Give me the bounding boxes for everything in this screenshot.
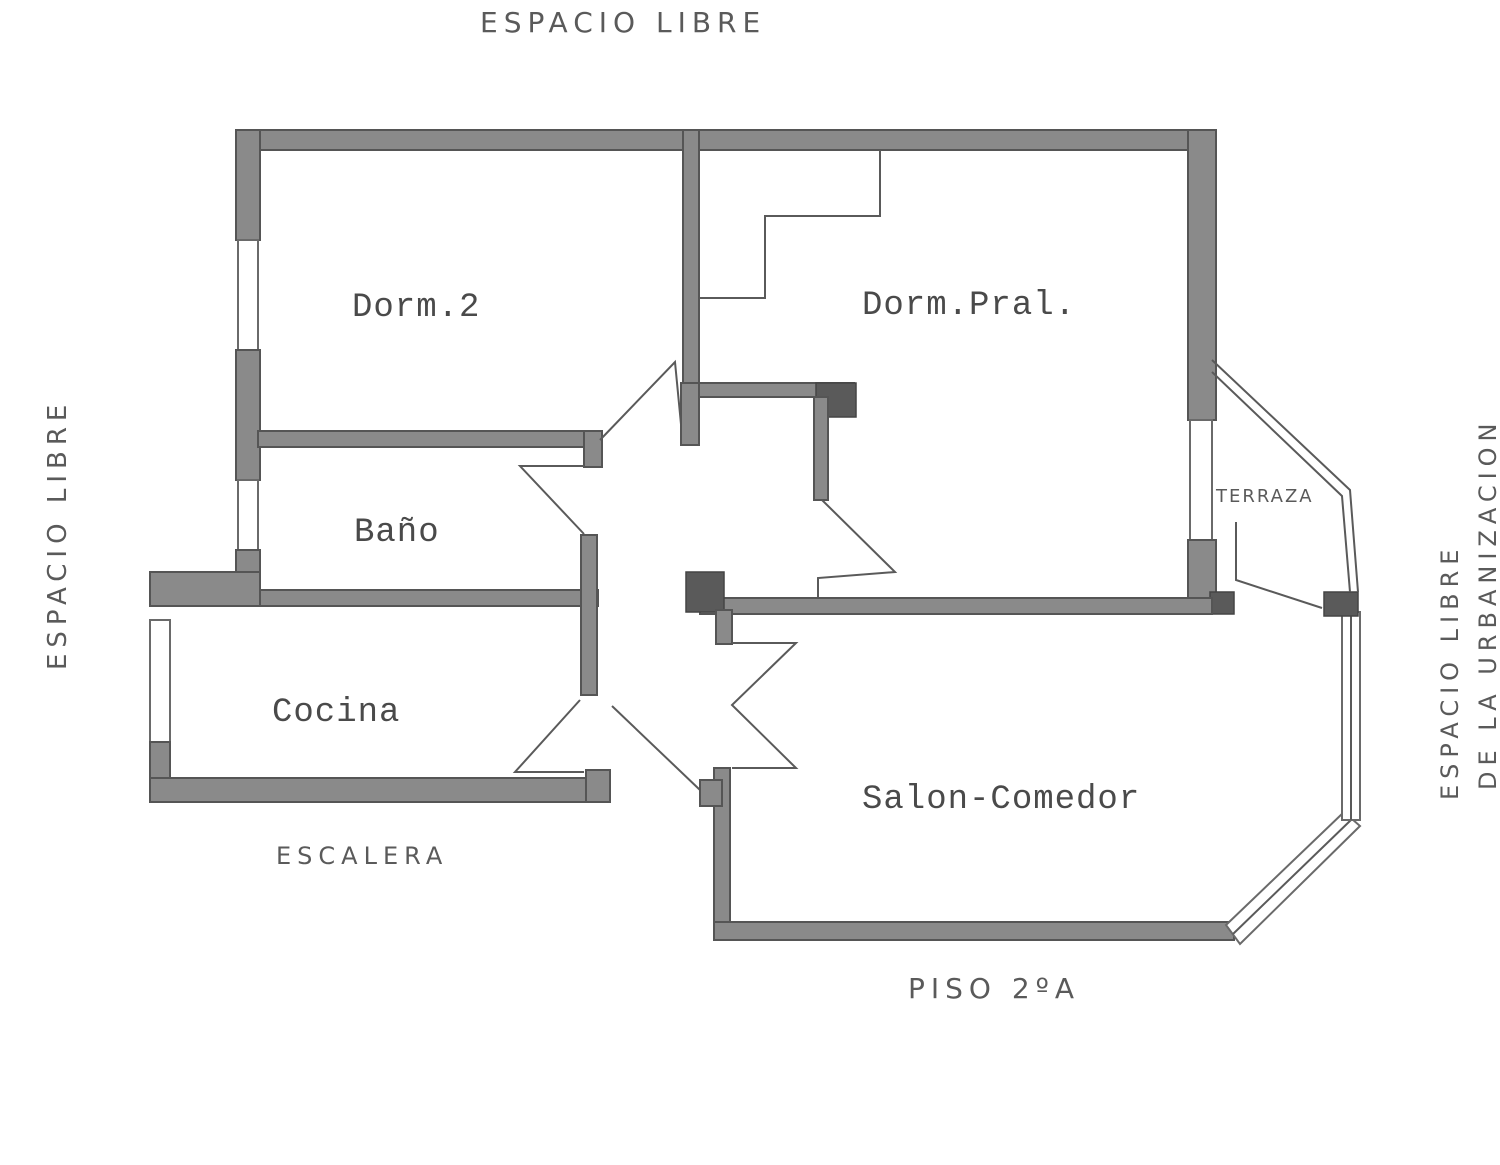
terraza-outline [1211, 359, 1359, 593]
annotation-piso: PISO 2ºA [908, 972, 1080, 1005]
wall-cocina-bottom [149, 777, 611, 803]
room-label-dorm2: Dorm.2 [352, 289, 480, 327]
window-cocina [149, 619, 171, 743]
annotation-right-2: DE LA URBANIZACION [1474, 417, 1500, 790]
wall-salon-door-top [715, 609, 733, 645]
door-dorm-pral [817, 499, 898, 600]
wall-right-upper [1187, 129, 1217, 421]
wall-left-upper [235, 129, 261, 241]
door-cocina [512, 699, 584, 773]
wall-closet-left [680, 382, 700, 446]
annotation-top: ESPACIO LIBRE [480, 6, 766, 39]
door-hall-lower [611, 705, 701, 791]
wall-salon-bottom [713, 921, 1235, 941]
door-bano [517, 465, 585, 535]
door-salon [730, 642, 799, 769]
wall-dorm2-bano [257, 430, 599, 448]
window-dorm-pral [1189, 419, 1213, 541]
wall-right-corner [1209, 591, 1235, 615]
annotation-escalera: ESCALERA [276, 842, 448, 870]
window-bano [237, 479, 259, 551]
annotation-terraza: TERRAZA [1215, 486, 1314, 507]
wall-bano-right [580, 534, 598, 696]
wall-dorm-salon-block [685, 571, 725, 613]
annotation-right-1: ESPACIO LIBRE [1436, 544, 1464, 800]
wall-closet-right [813, 396, 829, 501]
room-label-salon: Salon-Comedor [862, 781, 1140, 819]
wall-salon-right-post [1323, 591, 1359, 617]
window-salon-angled-inner [1232, 818, 1353, 935]
terraza-outline-inner [1211, 371, 1351, 593]
room-label-dorm-pral: Dorm.Pral. [862, 287, 1076, 325]
room-label-bano: Baño [354, 514, 440, 552]
annotation-left: ESPACIO LIBRE [43, 399, 73, 670]
wall-left-mid [235, 349, 261, 481]
wall-dorm2-bano-end [583, 430, 603, 468]
wall-dorm-salon [699, 597, 1213, 615]
wall-top [235, 129, 1217, 151]
wall-cocina-corner [149, 571, 261, 607]
room-label-cocina: Cocina [272, 694, 400, 732]
wall-cocina-door-end [585, 769, 611, 803]
door-dorm2 [599, 359, 684, 446]
closet-outline [700, 150, 881, 299]
window-dorm2 [237, 239, 259, 351]
wall-salon-left-cap [699, 779, 723, 807]
door-terraza [1235, 522, 1323, 609]
